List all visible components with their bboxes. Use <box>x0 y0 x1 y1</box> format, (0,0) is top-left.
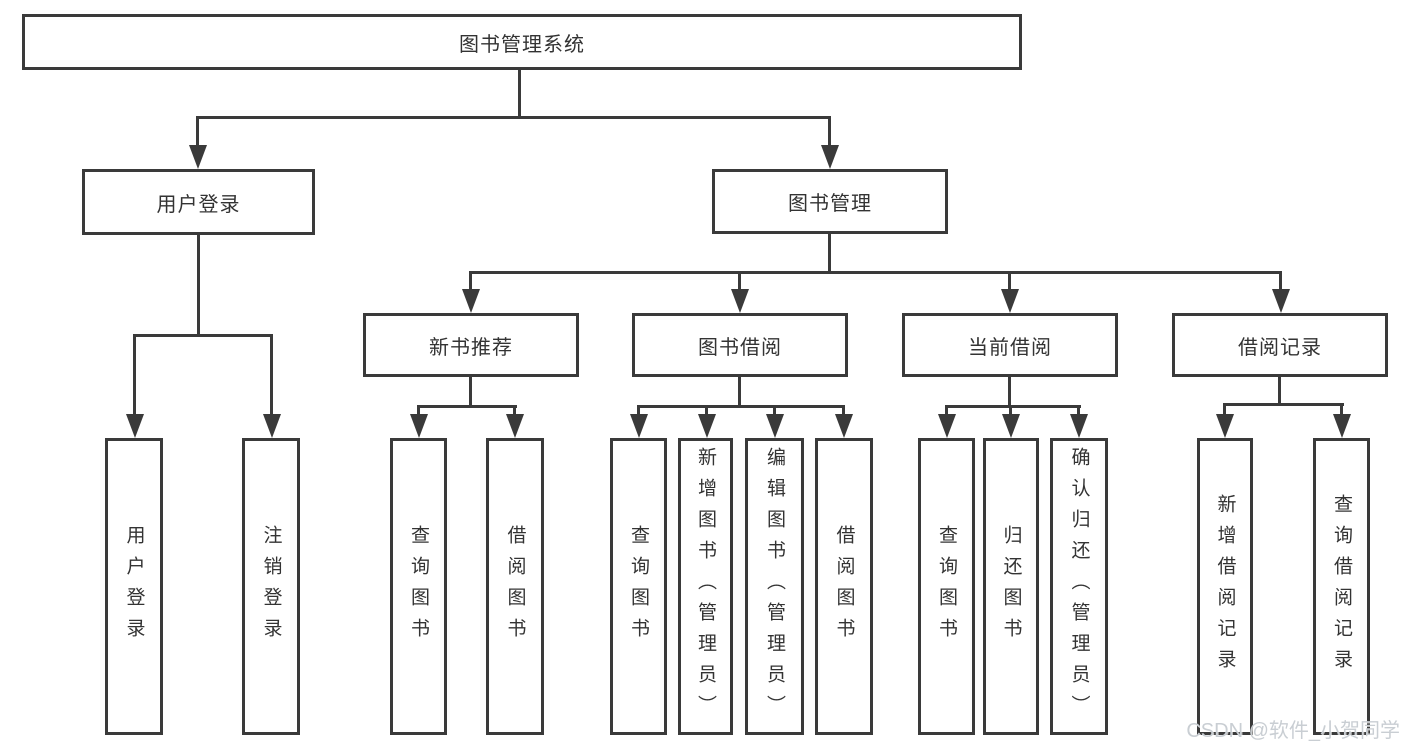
connector-line <box>828 116 831 148</box>
connector-line <box>1009 405 1012 418</box>
leaf-user-login: 用户登录 <box>105 438 163 735</box>
node-label: 编辑图书（管理员） <box>764 447 785 726</box>
arrow-down-icon <box>821 145 839 169</box>
connector-line <box>133 334 136 416</box>
arrow-down-icon <box>462 289 480 313</box>
connector-line <box>1223 403 1226 418</box>
node-label: 借阅图书 <box>504 524 526 649</box>
leaf-records-query-record: 查询借阅记录 <box>1313 438 1370 735</box>
connector-line <box>1008 271 1011 293</box>
arrow-down-icon <box>1002 414 1020 438</box>
node-label: 查询图书 <box>628 524 649 649</box>
connector-line <box>417 405 420 418</box>
node-label: 查询借阅记录 <box>1331 493 1352 680</box>
connector-line <box>196 116 831 119</box>
connector-line <box>1340 403 1343 418</box>
connector-line <box>1077 405 1080 418</box>
leaf-newbook-borrow-books: 借阅图书 <box>486 438 544 735</box>
node-label: 用户登录 <box>123 524 145 649</box>
leaf-borrowing-edit-books-admin: 编辑图书（管理员） <box>745 438 804 735</box>
connector-line <box>518 69 521 119</box>
leaf-records-add-record: 新增借阅记录 <box>1197 438 1253 735</box>
node-library-management-system: 图书管理系统 <box>22 14 1022 70</box>
connector-line <box>197 234 200 337</box>
arrow-down-icon <box>1216 414 1234 438</box>
connector-line <box>637 405 640 418</box>
node-label: 图书借阅 <box>698 336 782 359</box>
node-label: 借阅记录 <box>1238 336 1322 359</box>
connector-line <box>945 405 1081 408</box>
node-label: 注销登录 <box>260 524 282 649</box>
arrow-down-icon <box>835 414 853 438</box>
arrow-down-icon <box>766 414 784 438</box>
node-borrowing-records: 借阅记录 <box>1172 313 1388 377</box>
node-label: 新增图书（管理员） <box>695 447 716 726</box>
connector-line <box>469 271 1282 274</box>
arrow-down-icon <box>263 414 281 438</box>
arrow-down-icon <box>1272 289 1290 313</box>
node-label: 查询图书 <box>408 524 429 649</box>
leaf-current-return-books: 归还图书 <box>983 438 1039 735</box>
connector-line <box>945 405 948 418</box>
connector-line <box>270 334 273 416</box>
node-label: 用户登录 <box>156 193 241 216</box>
node-label: 当前借阅 <box>968 336 1052 359</box>
connector-line <box>828 233 831 274</box>
connector-line <box>1008 377 1011 408</box>
connector-line <box>1223 403 1344 406</box>
arrow-down-icon <box>630 414 648 438</box>
node-label: 新书推荐 <box>429 336 513 359</box>
arrow-down-icon <box>1001 289 1019 313</box>
arrow-down-icon <box>506 414 524 438</box>
connector-line <box>1278 377 1281 406</box>
connector-line <box>637 405 845 408</box>
arrow-down-icon <box>1333 414 1351 438</box>
arrow-down-icon <box>189 145 207 169</box>
arrow-down-icon <box>731 289 749 313</box>
connector-line <box>1279 271 1282 293</box>
csdn-watermark: CSDN @软件_小贺同学 <box>1186 720 1400 742</box>
arrow-down-icon <box>938 414 956 438</box>
arrow-down-icon <box>698 414 716 438</box>
leaf-current-confirm-return-admin: 确认归还（管理员） <box>1050 438 1108 735</box>
leaf-borrowing-borrow-books: 借阅图书 <box>815 438 873 735</box>
connector-line <box>196 116 199 148</box>
node-label: 图书管理 <box>788 193 872 215</box>
connector-line <box>469 271 472 293</box>
node-label: 新增借阅记录 <box>1214 493 1236 680</box>
connector-line <box>738 377 741 408</box>
node-label: 归还图书 <box>1000 524 1022 649</box>
node-label: 确认归还（管理员） <box>1068 447 1090 726</box>
connector-line <box>469 377 472 408</box>
node-label: 借阅图书 <box>833 524 855 649</box>
arrow-down-icon <box>1070 414 1088 438</box>
connector-line <box>705 405 708 418</box>
arrow-down-icon <box>126 414 144 438</box>
node-current-borrowing: 当前借阅 <box>902 313 1118 377</box>
node-user-login: 用户登录 <box>82 169 315 235</box>
connector-line <box>513 405 516 418</box>
node-label: 查询图书 <box>936 524 957 649</box>
node-book-management: 图书管理 <box>712 169 948 234</box>
node-label: 图书管理系统 <box>459 33 585 56</box>
connector-line <box>417 405 517 408</box>
connector-line <box>133 334 273 337</box>
leaf-borrowing-add-books-admin: 新增图书（管理员） <box>678 438 733 735</box>
node-new-book-recommend: 新书推荐 <box>363 313 579 377</box>
node-book-borrowing: 图书借阅 <box>632 313 848 377</box>
leaf-borrowing-query-books: 查询图书 <box>610 438 667 735</box>
arrow-down-icon <box>410 414 428 438</box>
leaf-logout: 注销登录 <box>242 438 300 735</box>
leaf-current-query-books: 查询图书 <box>918 438 975 735</box>
connector-line <box>773 405 776 418</box>
connector-line <box>842 405 845 418</box>
leaf-newbook-query-books: 查询图书 <box>390 438 447 735</box>
connector-line <box>738 271 741 293</box>
